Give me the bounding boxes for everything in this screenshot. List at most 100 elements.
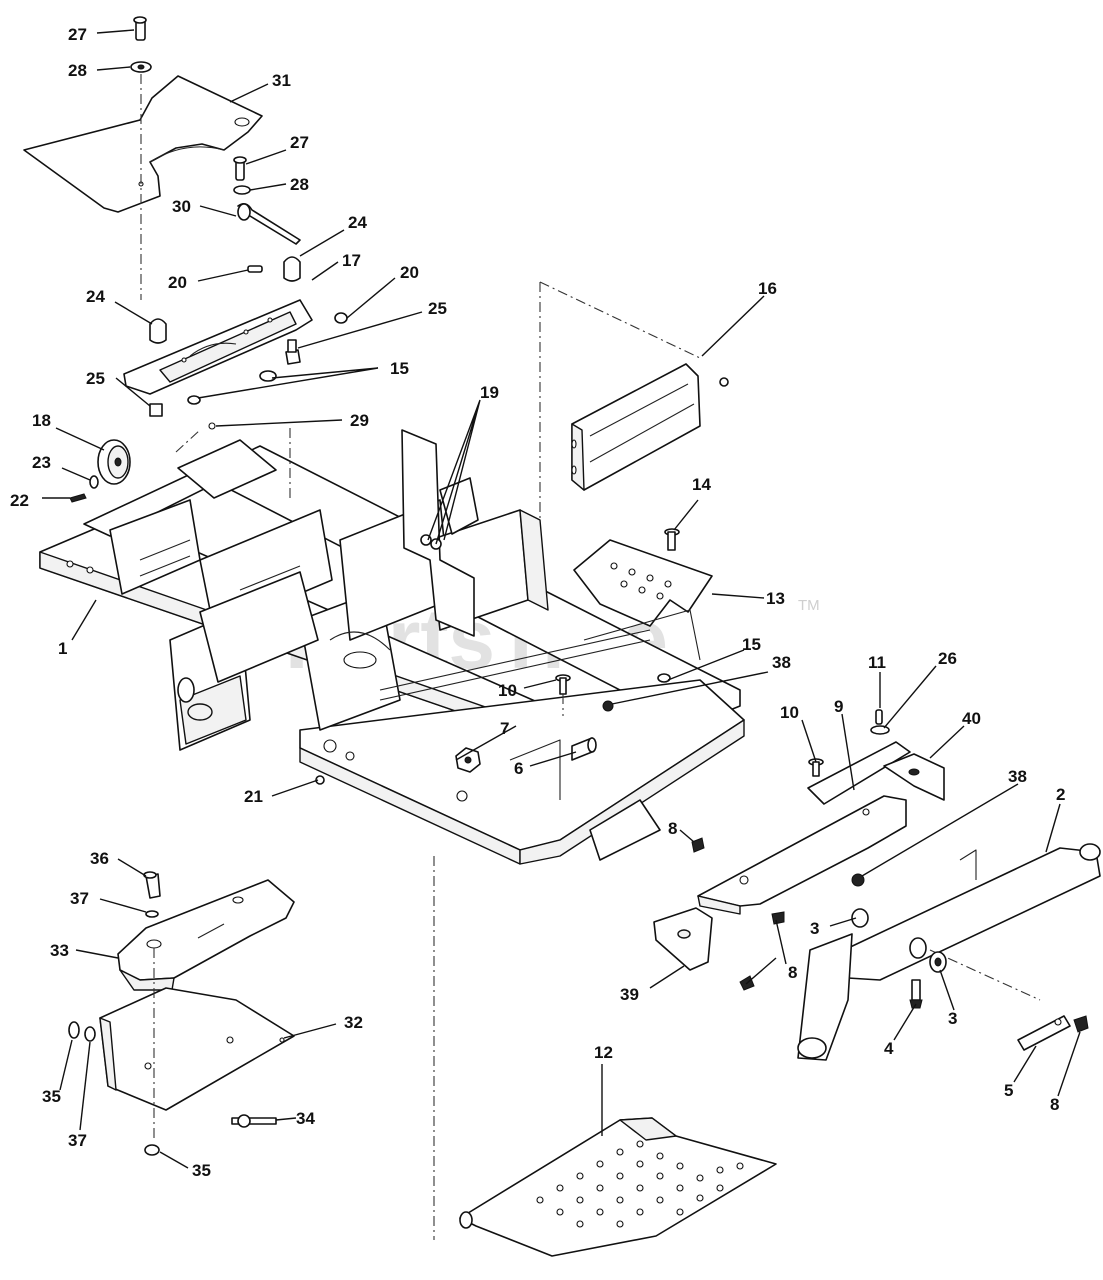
part-24-bumper-right <box>283 256 301 282</box>
label-16: 16 <box>758 279 777 298</box>
part-20-screw-left <box>247 265 263 273</box>
part-13-step-plate <box>573 539 713 627</box>
label-27-mid: 27 <box>290 133 309 152</box>
label-3-a: 3 <box>810 919 819 938</box>
part-32-seat-bracket <box>99 987 295 1111</box>
part-29-rivets <box>208 422 216 430</box>
label-11: 11 <box>868 653 886 672</box>
label-8-c: 8 <box>1050 1095 1059 1114</box>
label-4: 4 <box>884 1039 894 1058</box>
part-number-labels: 27 28 31 27 28 30 24 20 17 24 20 25 15 2… <box>10 25 1065 1180</box>
label-35-bottom: 35 <box>192 1161 211 1180</box>
label-37-lower: 37 <box>68 1131 87 1150</box>
label-31: 31 <box>272 71 291 90</box>
part-37-washer-upper <box>145 910 159 918</box>
part-34-bolt <box>231 1114 277 1128</box>
part-11-screw <box>875 709 883 725</box>
part-18-pulley <box>97 439 131 485</box>
label-19: 19 <box>480 383 499 402</box>
part-26-washer <box>870 725 890 735</box>
label-32: 32 <box>344 1013 363 1032</box>
label-22: 22 <box>10 491 29 510</box>
part-40-bracket <box>883 753 945 801</box>
part-28-washer-top <box>130 61 152 73</box>
part-9-axle-support <box>697 741 911 915</box>
label-26: 26 <box>938 649 957 668</box>
label-9: 9 <box>834 697 843 716</box>
label-36: 36 <box>90 849 109 868</box>
label-37-upper: 37 <box>70 889 89 908</box>
part-23-washer <box>89 475 99 489</box>
part-16-dash-bracket <box>571 363 729 491</box>
label-24-left: 24 <box>86 287 105 306</box>
label-28-top: 28 <box>68 61 87 80</box>
label-23: 23 <box>32 453 51 472</box>
label-25-right: 25 <box>428 299 447 318</box>
part-37-washer-lower <box>84 1026 96 1042</box>
label-3-b: 3 <box>948 1009 957 1028</box>
label-20-right: 20 <box>400 263 419 282</box>
label-1: 1 <box>58 639 67 658</box>
part-7-nut <box>455 747 481 773</box>
label-13: 13 <box>766 589 785 608</box>
part-35-washer-bottom <box>144 1144 160 1156</box>
label-8-a: 8 <box>668 819 677 838</box>
label-34: 34 <box>296 1109 315 1128</box>
label-10-lower: 10 <box>780 703 799 722</box>
label-38-lower: 38 <box>1008 767 1027 786</box>
part-6-spacer <box>571 737 597 761</box>
label-21: 21 <box>244 787 263 806</box>
label-10-upper: 10 <box>498 681 517 700</box>
label-15-upper: 15 <box>390 359 409 378</box>
label-35-left: 35 <box>42 1087 61 1106</box>
part-2-front-axle <box>797 843 1101 1061</box>
part-35-washer-left <box>68 1021 80 1039</box>
label-27-top: 27 <box>68 25 87 44</box>
label-28-mid: 28 <box>290 175 309 194</box>
part-12-perforations <box>536 1140 744 1228</box>
watermark-trademark: TM <box>798 597 820 614</box>
label-14: 14 <box>692 475 711 494</box>
leader-lines <box>42 29 1081 1169</box>
part-25-nut-right <box>285 339 301 365</box>
part-28-washer-mid <box>233 185 251 195</box>
label-2: 2 <box>1056 785 1065 804</box>
part-27-bolt-top <box>133 16 147 41</box>
part-38-nut-lower <box>851 873 865 887</box>
label-39: 39 <box>620 985 639 1004</box>
label-12: 12 <box>594 1043 613 1062</box>
part-24-bumper-left <box>149 318 167 344</box>
label-20-left: 20 <box>168 273 187 292</box>
part-15-washer-lower <box>657 673 671 683</box>
part-36-screw <box>143 871 161 899</box>
part-38-nut-upper <box>602 700 614 712</box>
label-17: 17 <box>342 251 361 270</box>
part-33-seat-pan <box>117 879 295 991</box>
part-31-cover-plate <box>23 75 263 213</box>
part-1-main-frame <box>39 429 745 865</box>
part-20-screw-right <box>334 312 348 324</box>
label-7: 7 <box>500 719 509 738</box>
label-38-upper: 38 <box>772 653 791 672</box>
part-12-step-plate <box>459 1117 777 1257</box>
part-15-washers <box>187 370 277 405</box>
part-39-bracket <box>653 907 713 971</box>
label-24-right: 24 <box>348 213 367 232</box>
part-5-tie-link <box>1017 1015 1071 1051</box>
part-27-bolt-mid <box>233 156 247 181</box>
label-8-b: 8 <box>788 963 797 982</box>
part-14-bolt <box>664 528 680 551</box>
label-18: 18 <box>32 411 51 430</box>
label-25-left: 25 <box>86 369 105 388</box>
part-30-bracket-rod <box>237 202 301 245</box>
part-4-bolt <box>909 979 923 1009</box>
label-6: 6 <box>514 759 523 778</box>
label-40: 40 <box>962 709 981 728</box>
part-25-nut-left <box>149 403 163 417</box>
label-33: 33 <box>50 941 69 960</box>
part-3-bushings <box>851 908 947 973</box>
label-30: 30 <box>172 197 191 216</box>
part-17-seat-bracket <box>123 299 313 395</box>
part-22-bolt <box>69 493 87 503</box>
